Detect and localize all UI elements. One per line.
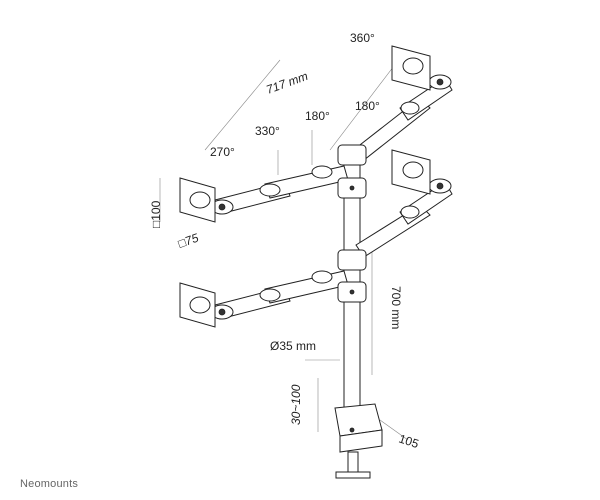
dimension-lines [159,57,409,441]
upper-right-vesa-plate [391,45,431,91]
rotation-180-center-label: 180° [305,109,330,123]
width-717-label: 717 mm [264,69,310,97]
lower-left-vesa-plate [179,282,216,328]
middle-right-arm [355,178,453,258]
vesa-100-label: □100 [149,200,163,228]
pole-clamps [337,144,367,303]
pole-diameter-label: Ø35 mm [270,339,316,353]
desk-clamp [334,403,383,479]
rotation-270-label: 270° [210,145,235,159]
vesa-75-label: □75 [176,231,200,251]
lower-left-arm [210,270,349,320]
rotation-360-label: 360° [350,31,375,45]
brand-logo: Neomounts [20,478,79,490]
pole-height-label: 700 mm [389,286,403,329]
rotation-330-label: 330° [255,124,280,138]
upper-left-vesa-plate [179,177,216,223]
middle-right-vesa-plate [391,149,431,195]
clamp-depth-label: 105 [397,432,421,452]
upper-right-arm [355,74,453,161]
upper-left-arm [210,165,349,215]
clamp-range-label: 30~100 [289,384,303,425]
rotation-180-upper-label: 180° [355,99,380,113]
